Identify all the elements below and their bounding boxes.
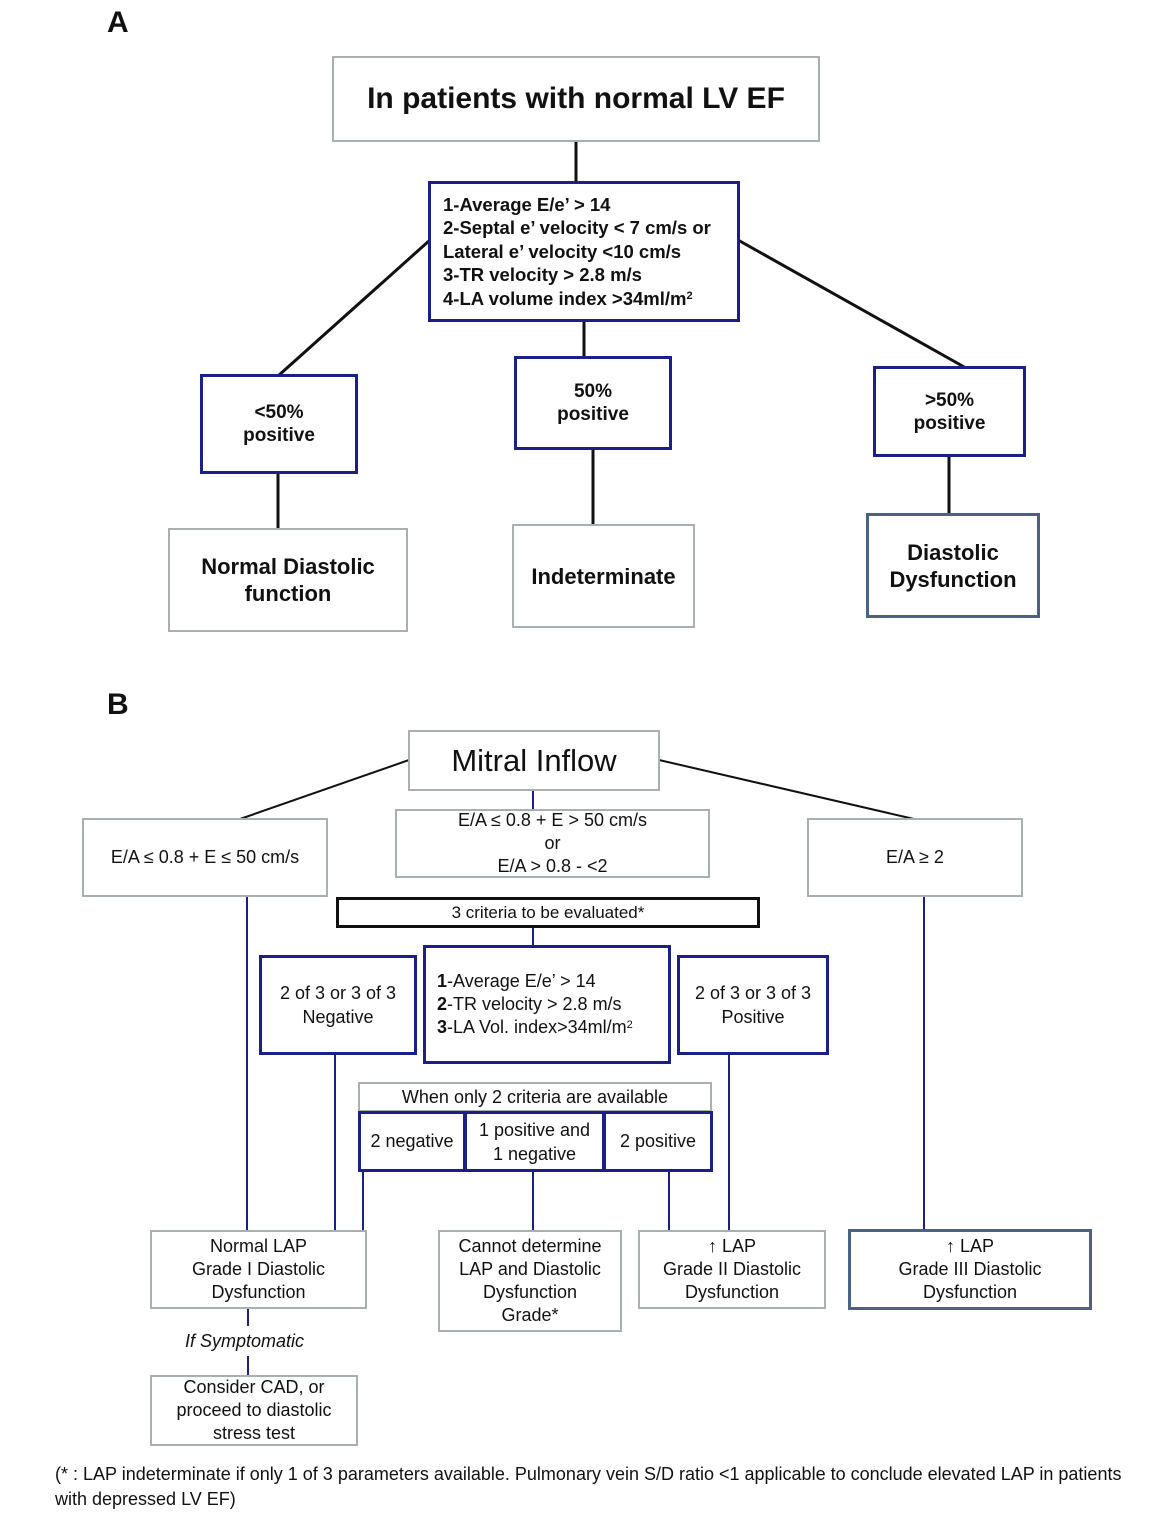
positive-box: 2 of 3 or 3 of 3 Positive bbox=[677, 955, 829, 1055]
criterion-b-3-text: -LA Vol. index>34ml/m bbox=[447, 1017, 627, 1037]
outcome-diastolic-dysfunction: Diastolic Dysfunction bbox=[866, 513, 1040, 618]
mixed-box: 1 positive and 1 negative bbox=[464, 1111, 605, 1172]
branch-less-50: <50% positive bbox=[200, 374, 358, 474]
left-criterion-box: E/A ≤ 0.8 + E ≤ 50 cm/s bbox=[82, 818, 328, 897]
mitral-inflow-title: Mitral Inflow bbox=[408, 730, 660, 791]
criteria-box-a: 1-Average E/e’ > 14 2-Septal e’ velocity… bbox=[428, 181, 740, 322]
outcome-normal-diastolic: Normal Diastolic function bbox=[168, 528, 408, 632]
criterion-a-1: 1-Average E/e’ > 14 bbox=[443, 193, 611, 215]
panel-b-label: B bbox=[107, 688, 129, 721]
middle-criterion-box: E/A ≤ 0.8 + E > 50 cm/s or E/A > 0.8 - <… bbox=[395, 809, 710, 878]
branch-50: 50% positive bbox=[514, 356, 672, 450]
criterion-b-3: 3-LA Vol. index>34ml/m2 bbox=[437, 1016, 633, 1039]
criterion-a-4-text: 4-LA volume index >34ml/m bbox=[443, 287, 687, 309]
criterion-b-3-num: 3 bbox=[437, 1017, 448, 1037]
panel-a-title-text: In patients with normal LV EF bbox=[367, 82, 785, 115]
two-negative-box: 2 negative bbox=[358, 1111, 466, 1172]
footnote: (* : LAP indeterminate if only 1 of 3 pa… bbox=[55, 1464, 1122, 1509]
two-criteria-header: When only 2 criteria are available bbox=[358, 1082, 712, 1112]
criterion-b-1-text: -Average E/e’ > 14 bbox=[447, 971, 596, 991]
branch-more-50: >50% positive bbox=[873, 366, 1026, 457]
criterion-a-2b: Lateral e’ velocity <10 cm/s bbox=[443, 240, 682, 262]
outcome-grade-ii: ↑ LAP Grade II Diastolic Dysfunction bbox=[638, 1230, 826, 1309]
outcome-indeterminate: Indeterminate bbox=[512, 524, 695, 628]
outcome-normal-lap: Normal LAP Grade I Diastolic Dysfunction bbox=[150, 1230, 367, 1309]
criteria-header-b: 3 criteria to be evaluated* bbox=[336, 897, 760, 928]
criterion-b-2-num: 2 bbox=[437, 994, 448, 1014]
criterion-b-2-text: -TR velocity > 2.8 m/s bbox=[447, 994, 622, 1014]
if-symptomatic-label: If Symptomatic bbox=[185, 1331, 305, 1351]
mitral-inflow-text: Mitral Inflow bbox=[451, 742, 617, 778]
criterion-b-1: 1-Average E/e’ > 14 bbox=[437, 970, 633, 993]
criterion-b-2: 2-TR velocity > 2.8 m/s bbox=[437, 993, 633, 1016]
criterion-a-3: 3-TR velocity > 2.8 m/s bbox=[443, 264, 642, 286]
connector-mitral-left bbox=[239, 759, 410, 820]
criterion-b-1-num: 1 bbox=[437, 971, 448, 991]
right-criterion-box: E/A ≥ 2 bbox=[807, 818, 1023, 897]
negative-box: 2 of 3 or 3 of 3 Negative bbox=[259, 955, 417, 1055]
two-positive-box: 2 positive bbox=[603, 1111, 713, 1172]
criterion-a-4-sup: 2 bbox=[686, 289, 693, 302]
criteria-list-a: 1-Average E/e’ > 14 2-Septal e’ velocity… bbox=[443, 193, 711, 311]
panel-a-label: A bbox=[107, 6, 129, 39]
criterion-a-2: 2-Septal e’ velocity < 7 cm/s or bbox=[443, 217, 711, 239]
outcome-cannot-determine: Cannot determine LAP and Diastolic Dysfu… bbox=[438, 1230, 622, 1332]
criteria-list-b: 1-Average E/e’ > 14 2-TR velocity > 2.8 … bbox=[437, 970, 633, 1039]
criterion-b-3-sup: 2 bbox=[626, 1019, 633, 1031]
criterion-a-4: 4-LA volume index >34ml/m2 bbox=[443, 287, 711, 311]
criteria-box-b: 1-Average E/e’ > 14 2-TR velocity > 2.8 … bbox=[423, 945, 671, 1064]
outcome-grade-iii: ↑ LAP Grade III Diastolic Dysfunction bbox=[848, 1229, 1092, 1310]
connector-mitral-right bbox=[658, 759, 915, 820]
connector-criteria-right bbox=[737, 238, 967, 370]
connector-criteria-left bbox=[276, 238, 432, 378]
panel-a-title: In patients with normal LV EF bbox=[332, 56, 820, 142]
consider-cad-box: Consider CAD, or proceed to diastolic st… bbox=[150, 1375, 358, 1446]
